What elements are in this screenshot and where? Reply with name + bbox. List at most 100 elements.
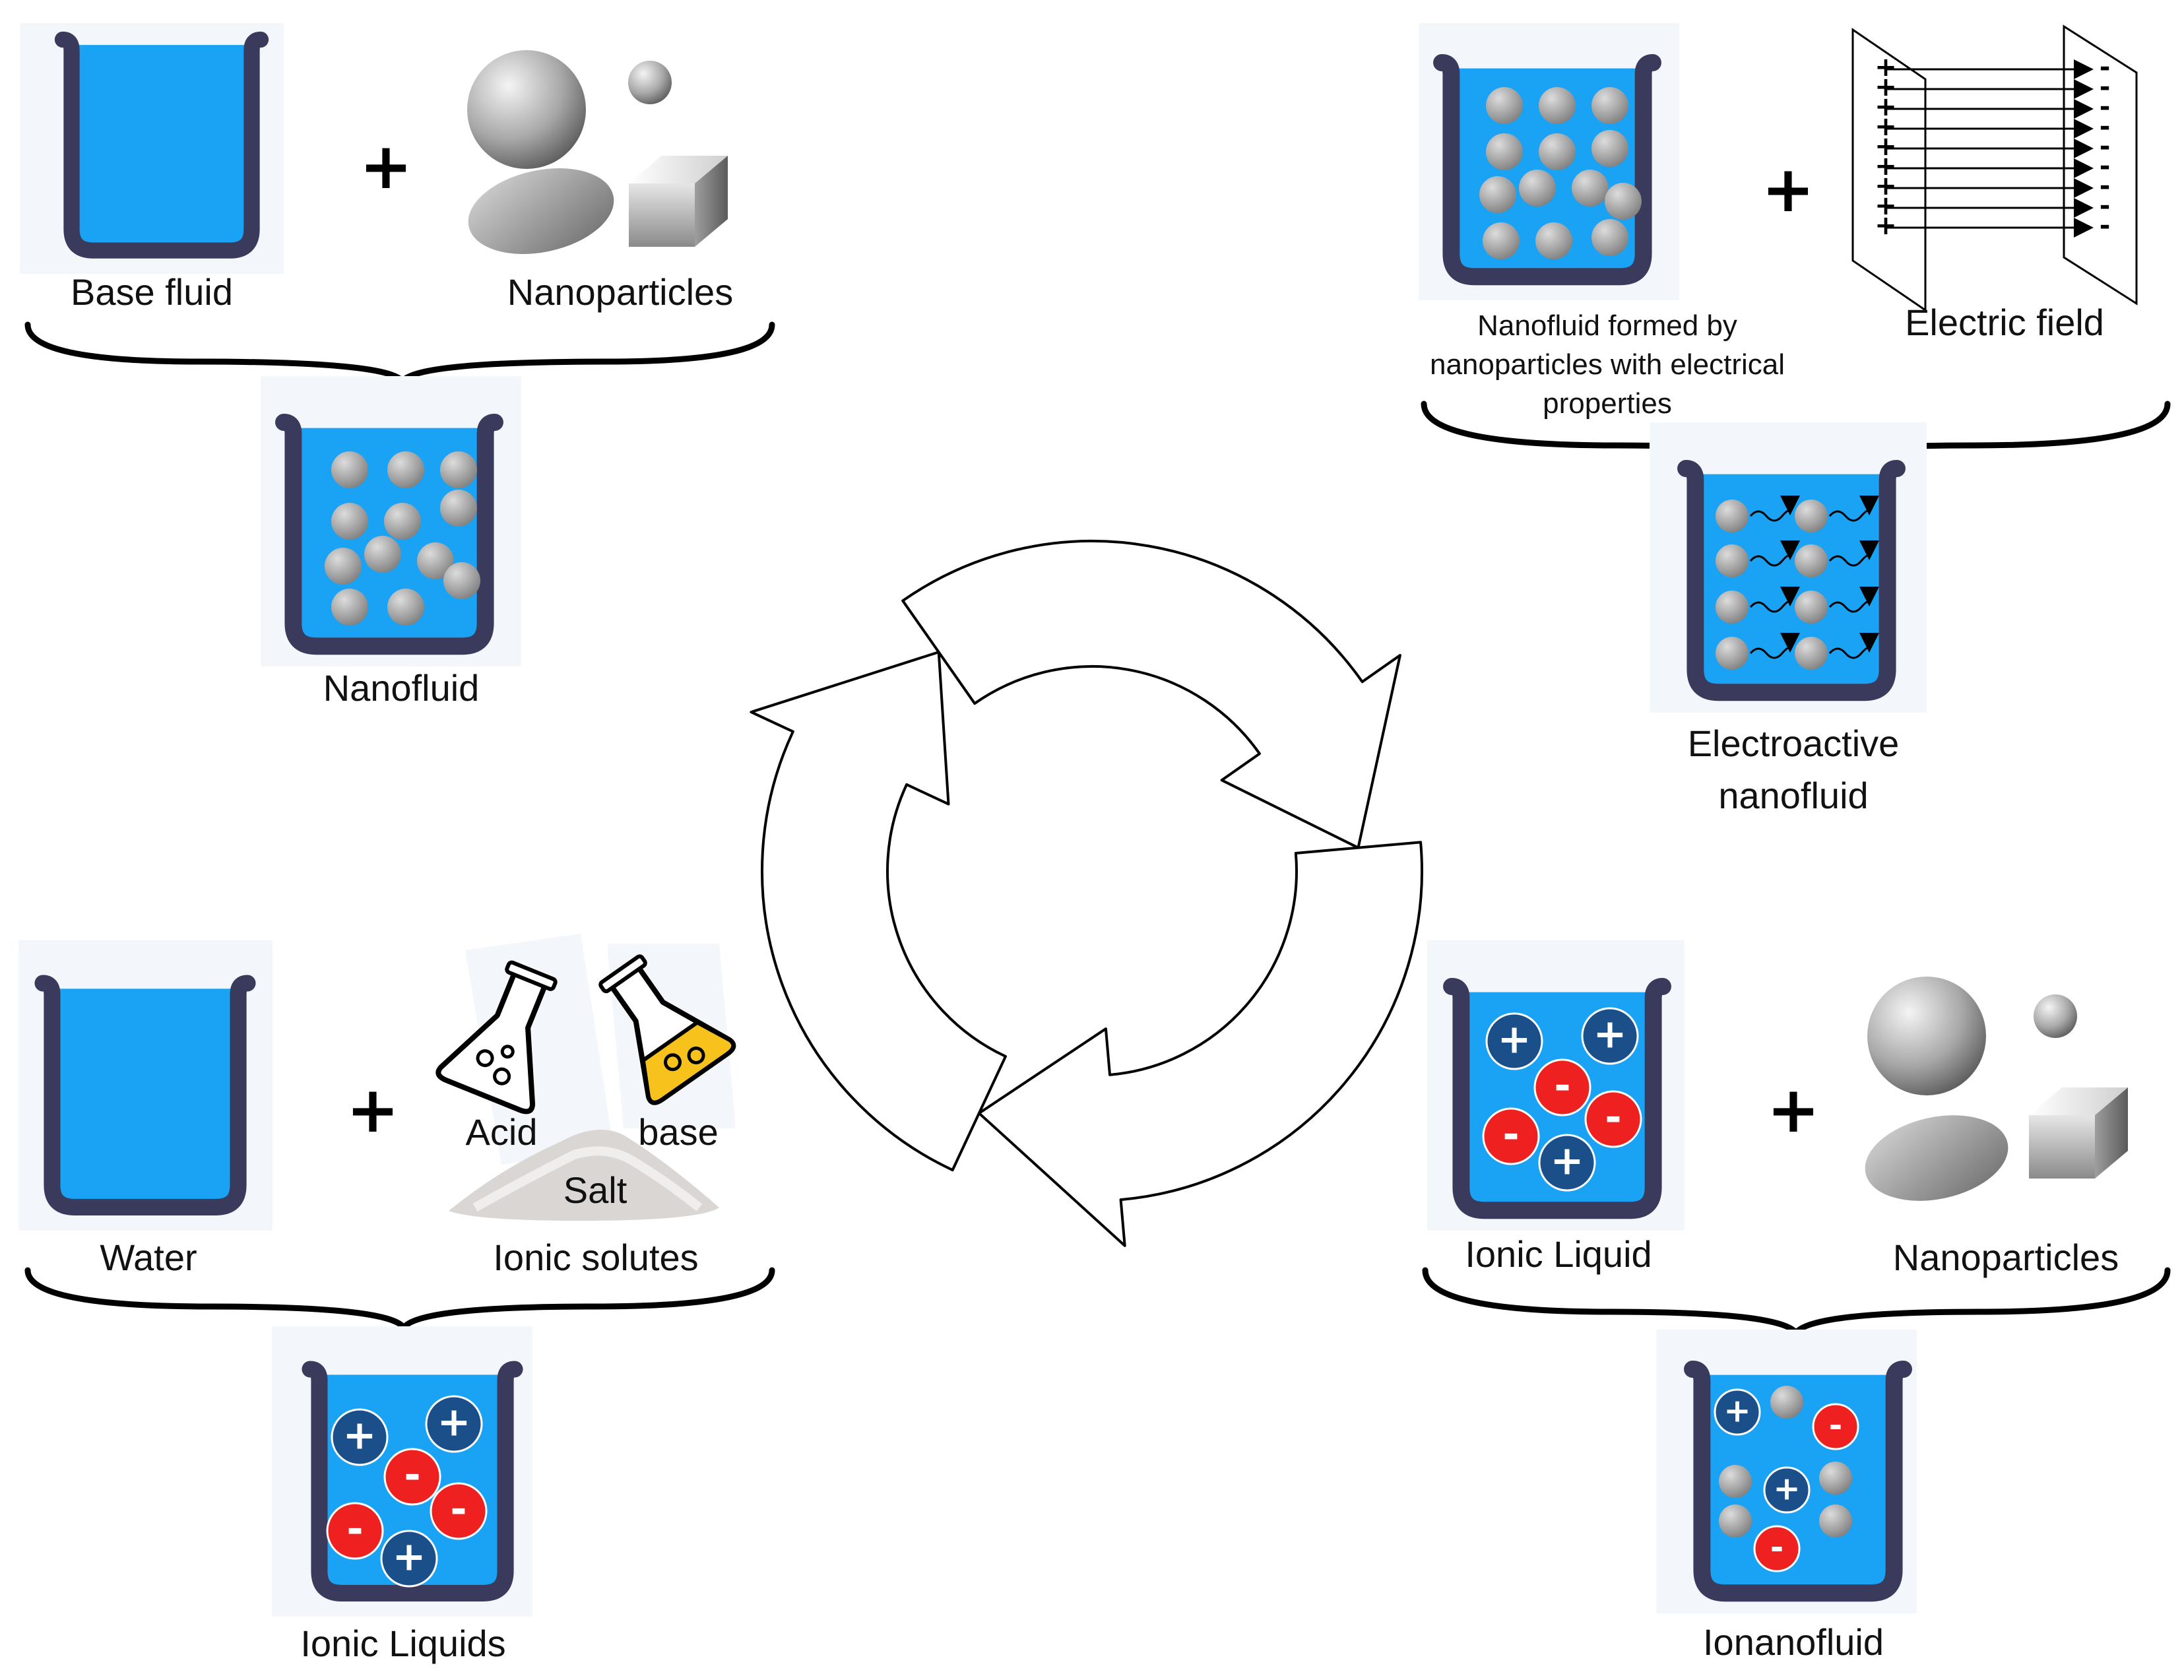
electroactive-label-line1: Electroactive xyxy=(1688,723,1900,764)
negative-charge: - xyxy=(2100,72,2111,102)
salt-pile-icon xyxy=(449,1130,719,1221)
beaker-icon xyxy=(1677,460,1906,701)
nanoparticle xyxy=(364,536,401,573)
capacitor-plates-icon: +-+-+-+-+-+-+-+-+- xyxy=(1851,24,2138,312)
nanoparticle xyxy=(1719,1504,1752,1537)
positive-charge: + xyxy=(1875,52,1897,82)
negative-charge: - xyxy=(2100,52,2111,82)
positive-charge: + xyxy=(1875,151,1897,181)
nanoparticle xyxy=(1719,1465,1752,1498)
nanofluid-label: Nanofluid xyxy=(323,667,480,709)
plus-sign: + xyxy=(1723,1391,1750,1429)
beaker-icon xyxy=(54,31,269,259)
anion xyxy=(1753,1525,1801,1572)
plus-sign: + xyxy=(392,1534,426,1580)
nanoparticle xyxy=(1539,133,1576,170)
nanoparticle xyxy=(1795,500,1828,533)
nanoparticle xyxy=(387,589,424,626)
anion xyxy=(430,1482,488,1540)
cation xyxy=(1485,1012,1543,1070)
nanoparticle xyxy=(387,451,424,488)
beaker-icon xyxy=(34,975,256,1215)
nanoparticle xyxy=(1591,87,1628,124)
minus-sign: - xyxy=(346,1506,363,1553)
panel-nanofluid: Base fluid + Nanoparticles Nanofluid xyxy=(20,23,775,709)
positive-charge: + xyxy=(1875,72,1897,102)
nanoparticles-label: Nanoparticles xyxy=(507,271,733,313)
nanoparticle xyxy=(1591,130,1628,167)
motion-arrow xyxy=(1828,586,1879,613)
cation xyxy=(1714,1388,1761,1436)
nanoparticle xyxy=(325,548,362,585)
panel-electroactive: Nanofluid formed by nanoparticles with e… xyxy=(1419,23,2171,816)
plus-sign: + xyxy=(1767,1073,1820,1147)
minus-sign: - xyxy=(1502,1111,1519,1158)
nanoparticle xyxy=(1539,87,1576,124)
nanoparticle xyxy=(443,562,480,599)
plus-sign: + xyxy=(346,1073,399,1147)
nanoparticle-shapes-icon xyxy=(467,50,728,254)
minus-sign: - xyxy=(1829,1405,1842,1444)
motion-arrow xyxy=(1749,540,1800,567)
anion xyxy=(1533,1058,1591,1116)
nanoparticle xyxy=(331,503,368,540)
anion xyxy=(383,1448,441,1506)
salt-label: Salt xyxy=(563,1169,627,1211)
motion-arrow xyxy=(1749,586,1800,613)
nanoparticle xyxy=(1519,170,1556,207)
cycle-arrow xyxy=(750,651,1007,1172)
cation xyxy=(425,1395,483,1453)
motion-arrow xyxy=(1828,632,1879,659)
electric-field-label: Electric field xyxy=(1905,302,2104,343)
flask-icon xyxy=(435,960,558,1115)
electroactive-base-label-line3: properties xyxy=(1543,387,1672,420)
nanoparticle xyxy=(1605,183,1642,220)
electroactive-base-label-line2: nanoparticles with electrical xyxy=(1430,348,1785,381)
positive-charge: + xyxy=(1875,112,1897,142)
ionic-liquid-label: Ionic Liquid xyxy=(1465,1233,1652,1275)
minus-sign: - xyxy=(450,1486,466,1533)
anion xyxy=(1482,1107,1540,1165)
nanoparticle xyxy=(331,589,368,626)
panel-ionic-liquids: Water + Acid xyxy=(18,934,775,1664)
nanoparticle xyxy=(1486,133,1523,170)
ionanofluid-label: Ionanofluid xyxy=(1703,1621,1884,1663)
negative-charge: - xyxy=(2100,171,2111,201)
base-label: base xyxy=(638,1111,718,1153)
nanoparticles-label: Nanoparticles xyxy=(1893,1237,2119,1278)
ions-in-fluid: ++---+ xyxy=(326,1395,488,1588)
negative-charge: - xyxy=(2100,131,2111,162)
negative-charge: - xyxy=(2100,92,2111,122)
cation xyxy=(1538,1134,1596,1192)
plus-sign: + xyxy=(1773,1469,1800,1507)
ions-in-fluid: +-+- xyxy=(1714,1388,1859,1572)
cation xyxy=(380,1530,438,1588)
nanoparticle xyxy=(1716,591,1749,624)
nanoparticle xyxy=(417,542,454,579)
base-fluid-label: Base fluid xyxy=(71,271,233,313)
positive-charge: + xyxy=(1875,92,1897,122)
anion xyxy=(326,1502,384,1560)
ionic-solutes-label: Ionic solutes xyxy=(493,1237,698,1278)
positive-charge: + xyxy=(1875,131,1897,162)
nanoparticle xyxy=(331,451,368,488)
negative-charge: - xyxy=(2100,210,2111,241)
positive-charge: + xyxy=(1875,210,1897,241)
nanoparticle xyxy=(1819,1504,1852,1537)
negative-charge: - xyxy=(2100,191,2111,221)
motion-arrow xyxy=(1749,495,1800,522)
nanoparticle xyxy=(1795,637,1828,670)
minus-sign: - xyxy=(1770,1528,1783,1566)
plus-sign: + xyxy=(437,1399,470,1446)
nanoparticle xyxy=(1795,591,1828,624)
nanoparticle-shapes-icon xyxy=(1865,977,2128,1201)
curly-brace xyxy=(24,321,775,387)
nanoparticle xyxy=(1716,544,1749,577)
ionic-liquids-label: Ionic Liquids xyxy=(300,1623,505,1664)
negative-charge: - xyxy=(2100,112,2111,142)
nanoparticle xyxy=(440,451,477,488)
nanoparticle xyxy=(1535,222,1572,259)
acid-label: Acid xyxy=(466,1111,538,1153)
nanoparticles-in-fluid xyxy=(1719,1386,1852,1537)
flask-icon xyxy=(598,954,736,1105)
